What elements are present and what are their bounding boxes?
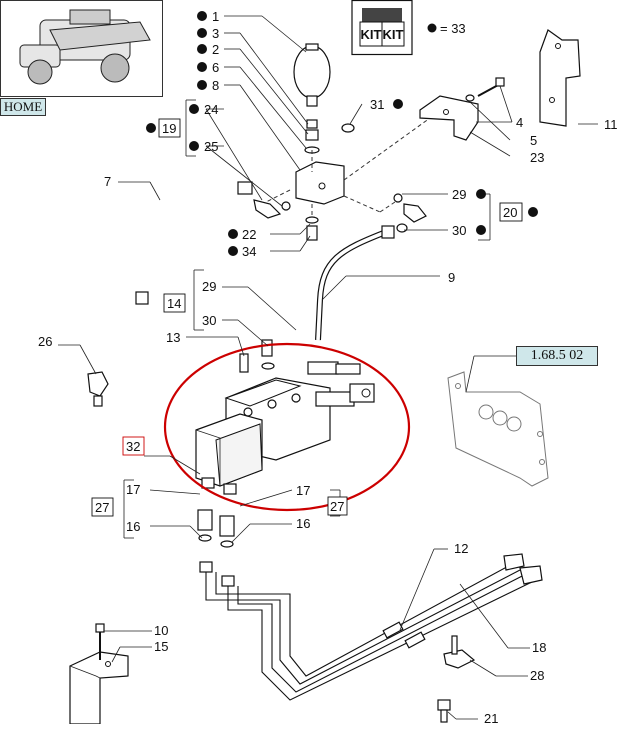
label-19[interactable]: 19 bbox=[162, 121, 176, 136]
reference-link-button[interactable]: 1.68.5 02 bbox=[516, 346, 598, 366]
label-18[interactable]: 18 bbox=[532, 640, 546, 655]
label-24[interactable]: 24 bbox=[204, 102, 218, 117]
label-15[interactable]: 15 bbox=[154, 639, 168, 654]
label-28[interactable]: 28 bbox=[530, 668, 544, 683]
valve-block bbox=[295, 161, 345, 205]
label-17-right[interactable]: 17 bbox=[296, 483, 310, 498]
o-ring-31 bbox=[341, 123, 355, 133]
label-boxes bbox=[91, 118, 523, 517]
label-17-left[interactable]: 17 bbox=[126, 482, 140, 497]
label-31[interactable]: 31 bbox=[370, 97, 384, 112]
label-16-left[interactable]: 16 bbox=[126, 519, 140, 534]
label-30-top[interactable]: 30 bbox=[452, 223, 466, 238]
washer-5 bbox=[465, 94, 475, 102]
label-20[interactable]: 20 bbox=[503, 205, 517, 220]
label-11[interactable]: 11 bbox=[604, 117, 618, 132]
label-26[interactable]: 26 bbox=[38, 334, 52, 349]
accumulator-part bbox=[293, 43, 331, 107]
bracket-23 bbox=[419, 95, 479, 141]
label-23[interactable]: 23 bbox=[530, 150, 544, 165]
pipe-assembly bbox=[199, 553, 543, 701]
label-8[interactable]: 8 bbox=[212, 78, 219, 93]
label-2[interactable]: 2 bbox=[212, 42, 219, 57]
kit-bullet bbox=[427, 23, 437, 33]
label-22[interactable]: 22 bbox=[242, 227, 256, 242]
label-13[interactable]: 13 bbox=[166, 330, 180, 345]
label-25[interactable]: 25 bbox=[204, 139, 218, 154]
kit-label-left: KIT bbox=[361, 27, 382, 42]
label-30-mid[interactable]: 30 bbox=[202, 313, 216, 328]
highlight-ellipse bbox=[163, 342, 411, 512]
reference-bracket bbox=[447, 371, 549, 487]
tractor-thumbnail[interactable] bbox=[0, 0, 163, 97]
hose-7 bbox=[135, 181, 253, 305]
label-1[interactable]: 1 bbox=[212, 9, 219, 24]
hose-9 bbox=[315, 225, 395, 341]
label-16-right[interactable]: 16 bbox=[296, 516, 310, 531]
label-7[interactable]: 7 bbox=[104, 174, 111, 189]
label-9[interactable]: 9 bbox=[448, 270, 455, 285]
home-button[interactable]: HOME bbox=[0, 98, 46, 116]
sensor-26 bbox=[87, 371, 109, 407]
assembly-centerlines bbox=[259, 117, 431, 220]
bracket-15 bbox=[69, 623, 129, 725]
label-3[interactable]: 3 bbox=[212, 26, 219, 41]
label-34[interactable]: 34 bbox=[242, 244, 256, 259]
kit-label-right: KIT bbox=[383, 27, 404, 42]
label-4[interactable]: 4 bbox=[516, 115, 523, 130]
elbow-fitting-right bbox=[393, 193, 427, 233]
label-21[interactable]: 21 bbox=[484, 711, 498, 726]
bracket-11 bbox=[539, 29, 581, 127]
fitting-34 bbox=[306, 225, 318, 241]
label-32[interactable]: 32 bbox=[126, 439, 140, 454]
washer-22 bbox=[305, 216, 319, 224]
label-12[interactable]: 12 bbox=[454, 541, 468, 556]
label-27-left[interactable]: 27 bbox=[95, 500, 109, 515]
fittings-16-17 bbox=[197, 509, 235, 548]
label-14[interactable]: 14 bbox=[167, 296, 181, 311]
leader-lines bbox=[58, 15, 598, 720]
part-labels: 1 3 2 6 8 24 19 25 31 4 5 23 11 7 29 20 … bbox=[38, 9, 618, 726]
fittings-stack bbox=[304, 119, 320, 154]
label-27-right[interactable]: 27 bbox=[330, 499, 344, 514]
label-5[interactable]: 5 bbox=[530, 133, 537, 148]
label-10[interactable]: 10 bbox=[154, 623, 168, 638]
bullets bbox=[146, 11, 538, 256]
elbow-fitting bbox=[253, 199, 291, 219]
label-29-mid[interactable]: 29 bbox=[202, 279, 216, 294]
label-6[interactable]: 6 bbox=[212, 60, 219, 75]
kit-box: KIT KIT bbox=[351, 0, 413, 56]
kit-equals-label: = 33 bbox=[440, 21, 466, 36]
clamp-28 bbox=[443, 635, 476, 669]
label-29-top[interactable]: 29 bbox=[452, 187, 466, 202]
main-valve-assembly bbox=[195, 339, 375, 495]
bolt-21 bbox=[437, 699, 451, 723]
